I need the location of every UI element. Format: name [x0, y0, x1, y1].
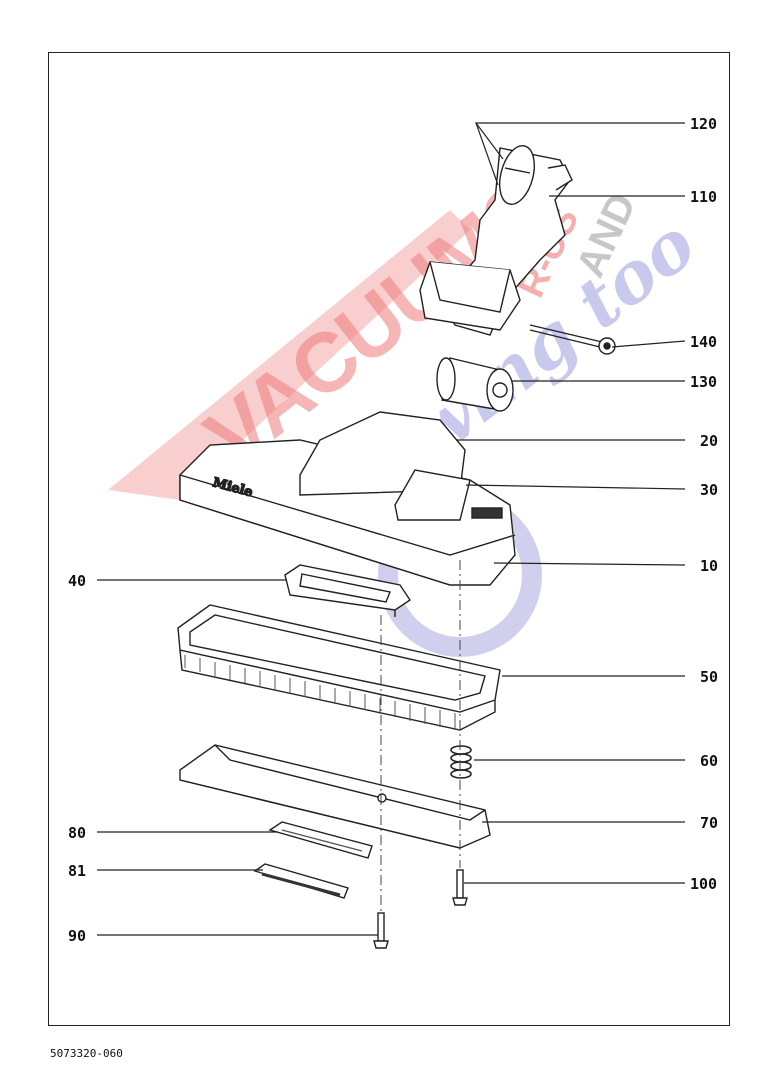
drawing-frame: [48, 52, 730, 1026]
part-80-strip: [268, 821, 373, 859]
part-40-frame: [284, 564, 411, 617]
label-60: 60: [700, 752, 718, 770]
label-30: 30: [700, 481, 718, 499]
leader-lines: [97, 122, 686, 936]
drawing-code: 5073320-060: [50, 1047, 123, 1060]
part-10-housing: Miele: [179, 411, 516, 586]
label-50: 50: [700, 668, 718, 686]
label-90: 90: [68, 927, 86, 945]
part-70-base-plate: [179, 744, 491, 849]
label-130: 130: [690, 373, 717, 391]
label-10: 10: [700, 557, 718, 575]
part-30-pedal: [394, 469, 471, 521]
part-81-strip: [253, 863, 349, 899]
part-50-sole: [177, 604, 501, 731]
part-60-spring: [450, 745, 472, 779]
part-140-axle: [529, 324, 616, 355]
center-lines: [380, 560, 461, 912]
label-120: 120: [690, 115, 717, 133]
part-labels: 120 110 140 130 20 30 10 40 50 60 70 80 …: [68, 115, 718, 945]
label-20: 20: [700, 432, 718, 450]
part-120-button: [499, 145, 535, 205]
watermark: VACUUMS R-US AND Sewing too: [108, 161, 711, 657]
part-110-neck: [419, 145, 573, 336]
label-110: 110: [690, 188, 717, 206]
label-40: 40: [68, 572, 86, 590]
watermark-red-v: [108, 210, 470, 500]
part-90-screw: [373, 912, 389, 949]
part-130-roller: [436, 357, 514, 412]
label-70: 70: [700, 814, 718, 832]
label-81: 81: [68, 862, 86, 880]
label-140: 140: [690, 333, 717, 351]
label-80: 80: [68, 824, 86, 842]
part-100-screw: [452, 869, 468, 906]
label-100: 100: [690, 875, 717, 893]
